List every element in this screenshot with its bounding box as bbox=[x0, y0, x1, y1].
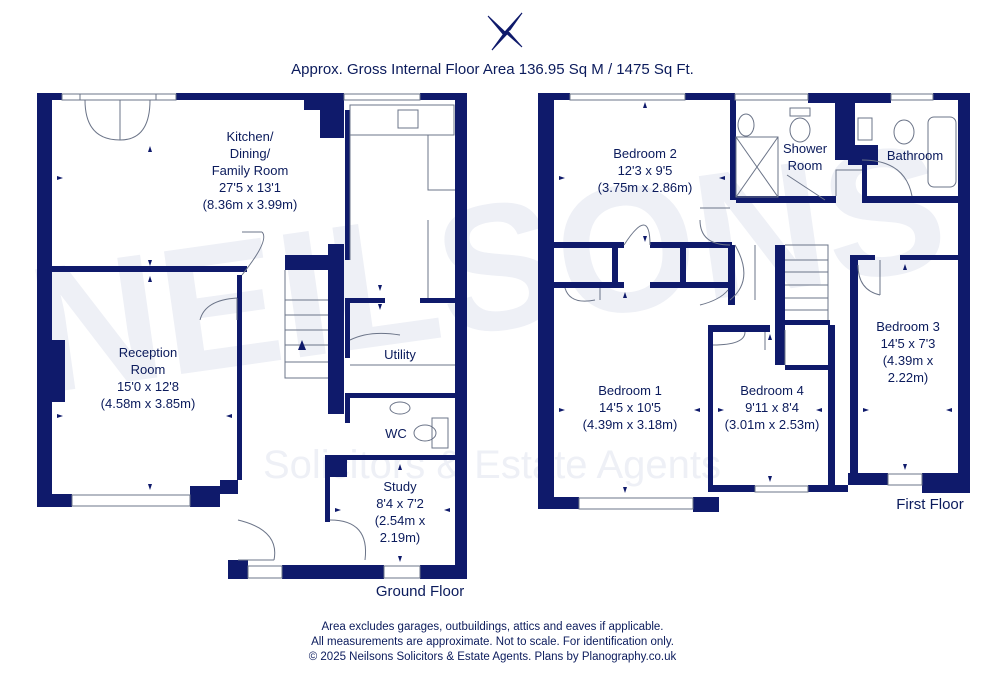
dimension-markers bbox=[57, 102, 952, 562]
first-floor-walls bbox=[538, 93, 970, 512]
footer-line-3: © 2025 Neilsons Solicitors & Estate Agen… bbox=[308, 651, 677, 663]
room-label-bathroom: Bathroom bbox=[886, 148, 944, 163]
ground-floor-fixtures bbox=[61, 93, 455, 579]
room-label-bedroom-3: Bedroom 3 14'5 x 7'3 (4.39m x 2.22m) bbox=[876, 319, 940, 385]
floor-area-heading: Approx. Gross Internal Floor Area 136.95… bbox=[291, 61, 694, 78]
room-label-utility: Utility bbox=[384, 347, 416, 362]
room-label-reception: Reception Room 15'0 x 12'8 (4.58m x 3.85… bbox=[100, 345, 196, 411]
compass-icon bbox=[487, 12, 523, 51]
footer-line-1: Area excludes garages, outbuildings, att… bbox=[321, 621, 664, 633]
first-floor-fixtures bbox=[564, 93, 957, 510]
room-label-study: Study 8'4 x 7'2 (2.54m x 2.19m) bbox=[374, 479, 426, 545]
room-label-kitchen: Kitchen/ Dining/ Family Room 27'5 x 13'1… bbox=[202, 129, 298, 212]
room-label-bedroom-4: Bedroom 4 9'11 x 8'4 (3.01m x 2.53m) bbox=[724, 383, 820, 432]
ground-floor-walls bbox=[37, 93, 467, 579]
room-label-bedroom-1: Bedroom 1 14'5 x 10'5 (4.39m x 3.18m) bbox=[582, 383, 678, 432]
ground-floor-label: Ground Floor bbox=[375, 583, 465, 600]
first-floor-label: First Floor bbox=[896, 496, 964, 513]
footer-line-2: All measurements are approximate. Not to… bbox=[311, 636, 674, 648]
room-label-bedroom-2: Bedroom 2 12'3 x 9'5 (3.75m x 2.86m) bbox=[597, 146, 693, 195]
room-label-wc: WC bbox=[385, 426, 407, 441]
room-label-shower-room: Shower Room bbox=[782, 141, 828, 173]
